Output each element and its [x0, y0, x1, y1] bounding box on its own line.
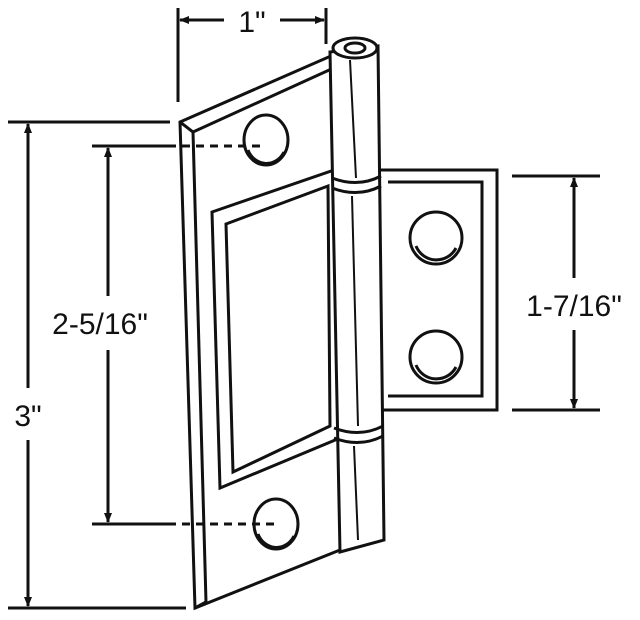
large-leaf [178, 49, 347, 611]
dimension-label-leaf-height: 1-7/16" [526, 290, 622, 323]
dimension-leaf-height: 1-7/16" [512, 174, 622, 412]
dimension-height-total: 3" [8, 120, 186, 610]
small-leaf-hole-lower [408, 329, 464, 385]
small-leaf [370, 168, 499, 412]
dimension-label-height-total: 3" [14, 400, 41, 433]
dimension-label-hole-spacing: 2-5/16" [52, 308, 148, 341]
dimension-label-width-top: 1" [238, 6, 265, 39]
small-leaf-hole-upper [408, 210, 464, 266]
dimension-width-top: 1" [176, 6, 328, 102]
large-leaf-hole-top [242, 113, 290, 167]
hinge-barrel [328, 36, 386, 554]
dimension-hole-spacing: 2-5/16" [52, 144, 274, 526]
